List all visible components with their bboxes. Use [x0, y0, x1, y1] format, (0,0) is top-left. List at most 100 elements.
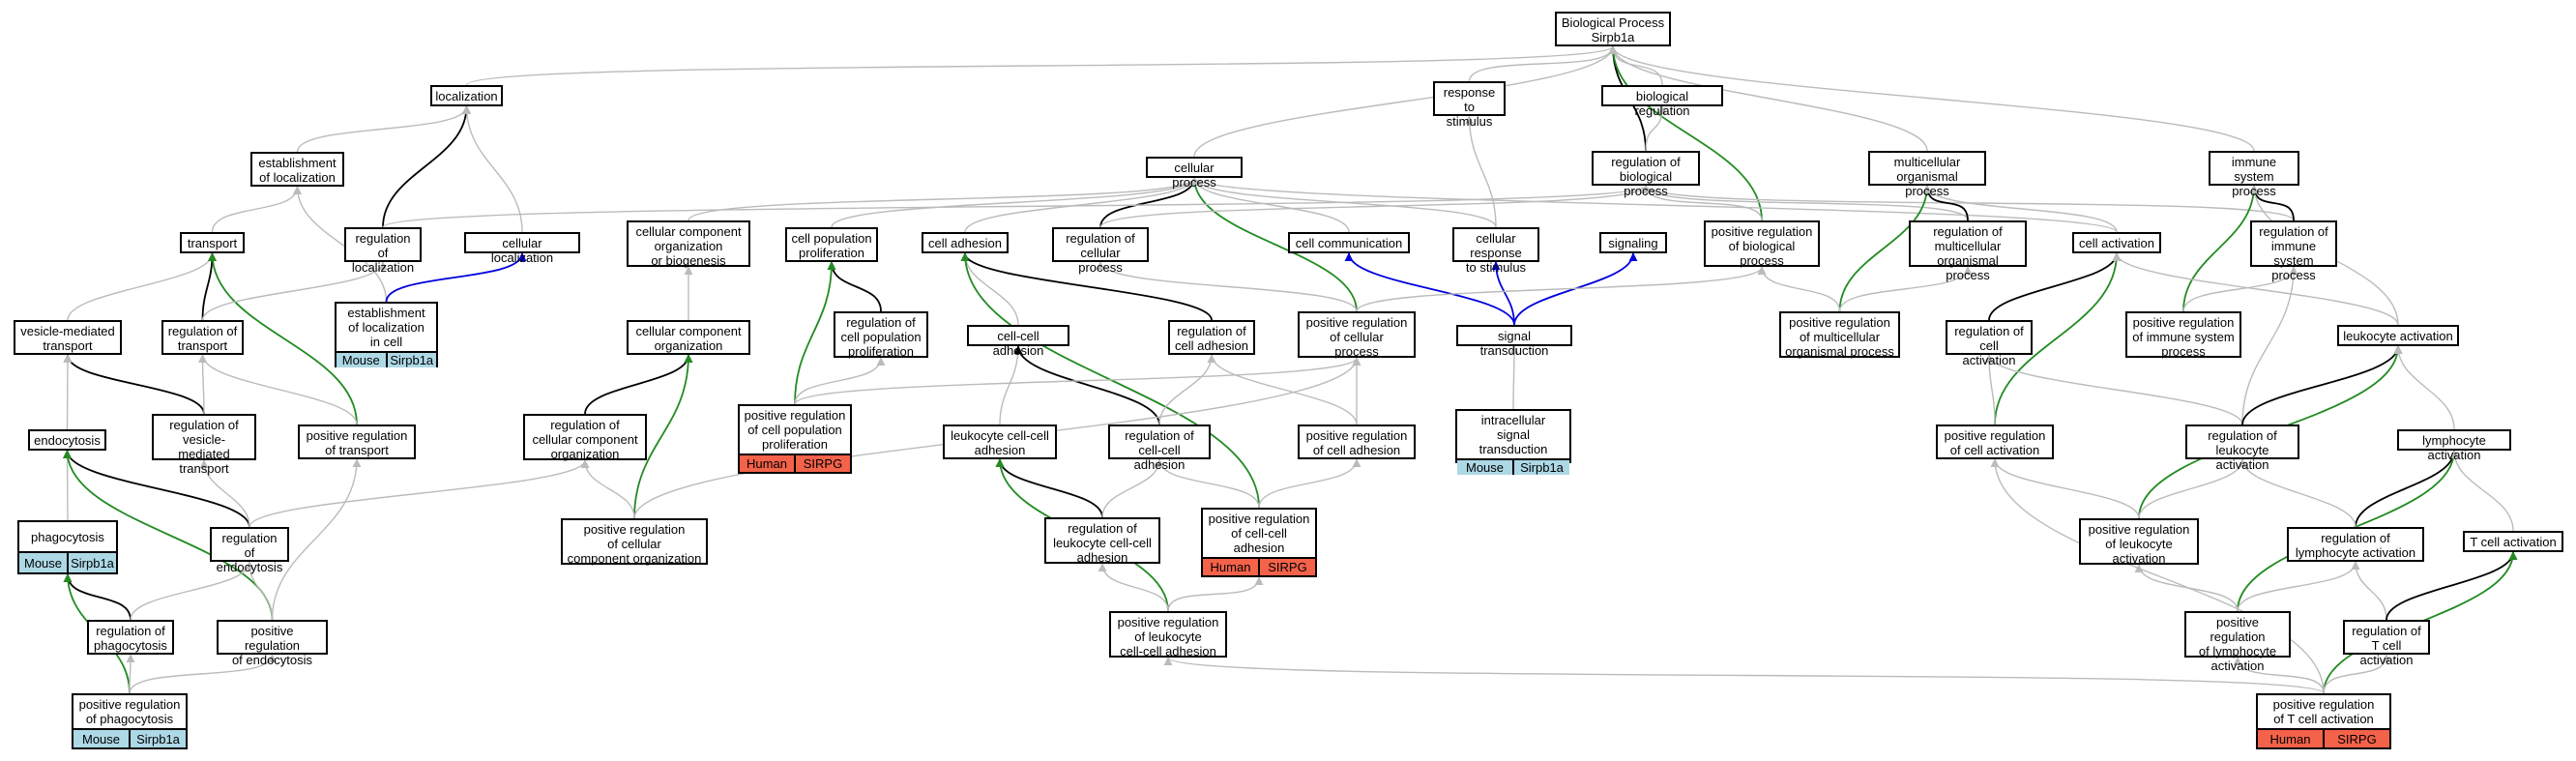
edge-regtrans-to-regloc — [201, 261, 388, 321]
edge-regvmt-to-regtrans — [198, 354, 208, 415]
node-label: positive regulation of cellular componen… — [567, 522, 702, 566]
node-regloc[interactable]: regulation of localization — [344, 227, 422, 275]
edge-cellloc-to-loc — [462, 105, 523, 233]
node-regleukact[interactable]: regulation of leukocyte activation — [2185, 424, 2299, 472]
node-label: response to stimulus — [1443, 85, 1496, 129]
edge-posregendo-to-regendo — [245, 561, 274, 621]
species-tag: Mouse — [1457, 460, 1512, 475]
node-label: cellular component organization or bioge… — [635, 224, 742, 268]
edge-posregendo-to-posregtrans — [271, 458, 362, 621]
node-label: T cell activation — [2470, 535, 2557, 549]
node-loc[interactable]: localization — [430, 85, 503, 106]
node-immune[interactable]: immune system process — [2209, 151, 2299, 198]
node-ccadh[interactable]: cell-cell adhesion — [967, 325, 1069, 358]
node-ccorg2[interactable]: cellular component organization — [627, 320, 750, 355]
edge-posregphago-to-regphago — [126, 654, 135, 694]
edge-posregmulti-to-posregbio — [1757, 266, 1841, 312]
edge-posregimm-to-regimm — [2182, 266, 2298, 312]
node-regccadh[interactable]: regulation of cell-cell adhesion — [1108, 424, 1211, 472]
node-posregccadh[interactable]: positive regulation of cell-cell adhesio… — [1201, 508, 1317, 577]
edge-posregphago-to-posregendo — [129, 654, 277, 694]
node-posregmulti[interactable]: positive regulation of multicellular org… — [1779, 311, 1900, 359]
node-cresp[interactable]: cellular response to stimulus — [1452, 227, 1539, 275]
edge-posregleukccadh-to-posregccadh — [1167, 576, 1264, 612]
node-label: cell activation — [2078, 236, 2155, 250]
node-posregtcellact[interactable]: positive regulation of T cell activation… — [2256, 693, 2391, 749]
node-posregcp[interactable]: positive regulation of cellular process — [1298, 311, 1416, 359]
node-posregadh[interactable]: positive regulation of cell adhesion — [1298, 424, 1416, 459]
node-posregccorg[interactable]: positive regulation of cellular componen… — [561, 518, 708, 566]
edge-cresp-to-resp — [1465, 115, 1497, 228]
node-vmt[interactable]: vesicle-mediated transport — [14, 320, 122, 355]
node-sigtrans[interactable]: signal transduction — [1456, 325, 1572, 358]
node-lymphact[interactable]: lymphocyte activation — [2397, 429, 2511, 462]
node-estloc[interactable]: establishment of localization — [250, 152, 344, 187]
node-label: signaling — [1608, 236, 1658, 250]
node-transport[interactable]: transport — [180, 232, 245, 253]
node-regmulti[interactable]: regulation of multicellular organismal p… — [1909, 220, 2027, 282]
node-posregcellact[interactable]: positive regulation of cell activation — [1936, 424, 2054, 459]
species-tag: Human — [1203, 559, 1258, 575]
edge-posregbio-to-regbio — [1641, 185, 1763, 221]
node-posregcpp[interactable]: positive regulation of cell population p… — [738, 404, 852, 474]
node-regcpp[interactable]: regulation of cell population proliferat… — [834, 311, 928, 359]
edge-reglymphact-to-regleukact — [2238, 458, 2356, 528]
species-tag: Mouse — [337, 353, 386, 367]
node-cellcomm[interactable]: cell communication — [1288, 232, 1410, 253]
edge-regcpp-to-cpp — [827, 261, 882, 312]
edge-regtcellact-to-reglymphact — [2351, 561, 2387, 621]
species-tag: Human — [740, 455, 794, 472]
node-cellproc[interactable]: cellular process — [1146, 157, 1243, 190]
edge-leukccadh-to-ccadh — [999, 345, 1023, 425]
node-regbio[interactable]: regulation of biological process — [1592, 151, 1700, 198]
node-endo[interactable]: endocytosis — [28, 429, 106, 451]
node-regleukccadh[interactable]: regulation of leukocyte cell-cell adhesi… — [1044, 517, 1160, 565]
node-signaling[interactable]: signaling — [1599, 232, 1667, 253]
node-cpp[interactable]: cell population proliferation — [785, 227, 878, 262]
node-resp[interactable]: response to stimulus — [1433, 81, 1506, 129]
node-regtcellact[interactable]: regulation of T cell activation — [2343, 620, 2430, 667]
node-bioreg[interactable]: biological regulation — [1601, 85, 1723, 118]
node-posregendo[interactable]: positive regulation of endocytosis — [217, 620, 328, 667]
node-regadh[interactable]: regulation of cell adhesion — [1168, 320, 1255, 355]
node-ccorg[interactable]: cellular component organization or bioge… — [627, 220, 750, 268]
node-posregleukccadh[interactable]: positive regulation of leukocyte cell-ce… — [1109, 611, 1227, 659]
node-posregleukact[interactable]: positive regulation of leukocyte activat… — [2079, 518, 2199, 566]
edge-posregbio-to-bp — [1608, 45, 1763, 221]
node-label: intracellular signal transduction — [1478, 413, 1548, 456]
gene-tag: Sirpb1a — [129, 730, 186, 747]
edge-regleukact-to-regimm — [2241, 266, 2298, 425]
node-posregimm[interactable]: positive regulation of immune system pro… — [2125, 311, 2241, 359]
node-bp[interactable]: Biological Process Sirpb1a — [1555, 12, 1671, 46]
node-cellact[interactable]: cell activation — [2072, 232, 2161, 253]
node-regimm[interactable]: regulation of immune system process — [2250, 220, 2337, 282]
node-regtrans[interactable]: regulation of transport — [161, 320, 244, 355]
node-regccorg[interactable]: regulation of cellular component organiz… — [523, 414, 647, 461]
node-posregtrans[interactable]: positive regulation of transport — [298, 424, 416, 459]
node-cellloc[interactable]: cellular localization — [464, 232, 580, 265]
edge-regleukccadh-to-leukccadh — [995, 458, 1103, 518]
node-tcellact[interactable]: T cell activation — [2463, 531, 2563, 552]
node-reglymphact[interactable]: regulation of lymphocyte activation — [2287, 527, 2424, 562]
node-regcp[interactable]: regulation of cellular process — [1052, 227, 1149, 275]
node-regendo[interactable]: regulation of endocytosis — [210, 527, 289, 574]
node-regcellact[interactable]: regulation of cell activation — [1946, 320, 2033, 367]
node-leukccadh[interactable]: leukocyte cell-cell adhesion — [943, 424, 1057, 459]
node-posreglymphact[interactable]: positive regulation of lymphocyte activa… — [2184, 611, 2291, 673]
node-label: establishment of localization — [258, 156, 337, 185]
edge-celladh-to-cellproc — [964, 177, 1199, 233]
node-multi[interactable]: multicellular organismal process — [1868, 151, 1986, 198]
node-posregbio[interactable]: positive regulation of biological proces… — [1704, 220, 1820, 268]
node-label: positive regulation of phagocytosis — [78, 697, 181, 726]
node-regvmt[interactable]: regulation of vesicle-mediated transport — [152, 414, 256, 476]
node-regphago[interactable]: regulation of phagocytosis — [87, 620, 174, 655]
edge-posregleukact-to-posregcellact — [1990, 458, 2140, 519]
node-label: cell adhesion — [928, 236, 1002, 250]
node-celladh[interactable]: cell adhesion — [922, 232, 1009, 253]
node-leukact[interactable]: leukocyte activation — [2337, 325, 2459, 346]
gene-tag: Sirpb1a — [1512, 460, 1569, 475]
